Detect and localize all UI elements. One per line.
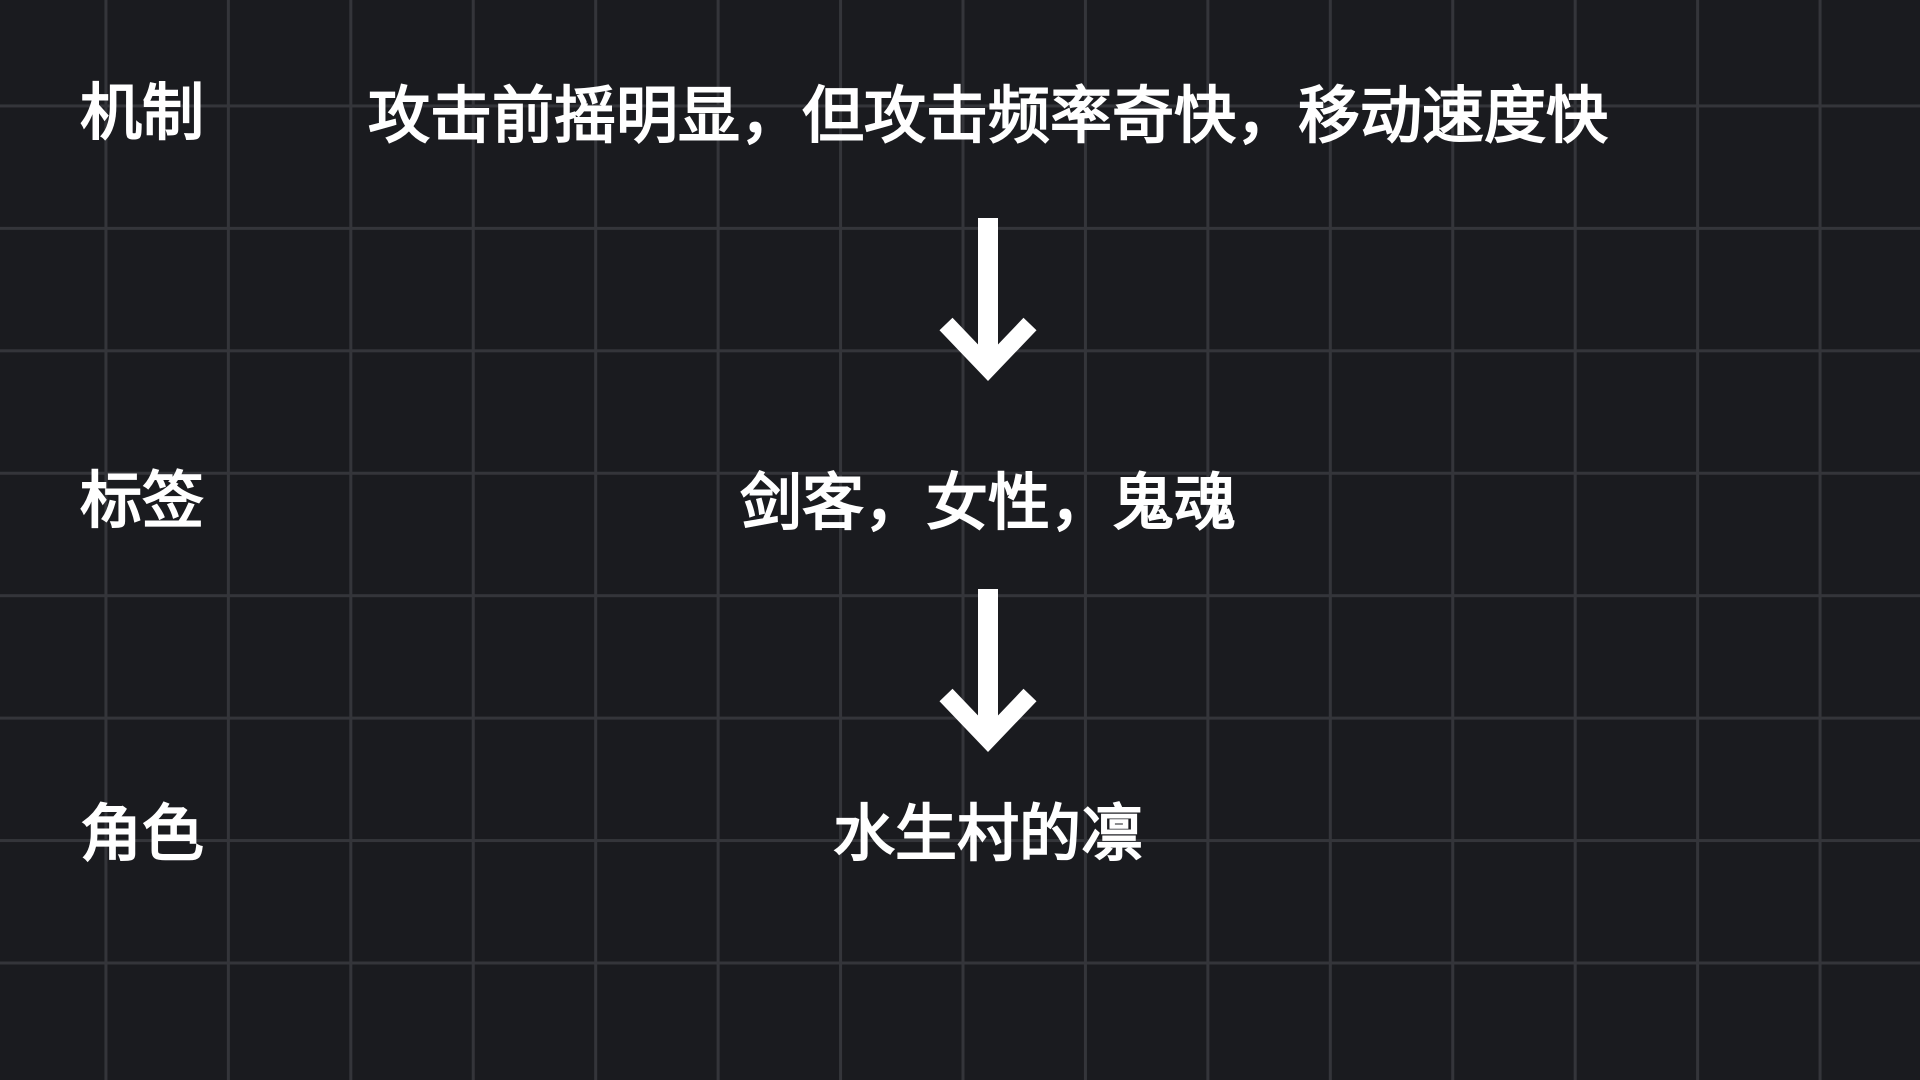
arrow-down-icon <box>939 218 1037 382</box>
mechanism-text: 攻击前摇明显，但攻击频率奇快，移动速度快 <box>367 79 1608 152</box>
arrow-down-icon <box>939 589 1037 753</box>
row-label-mechanism: 机制 <box>80 76 205 149</box>
tags-text: 剑客，女性，鬼魂 <box>739 466 1236 539</box>
row-label-character: 角色 <box>80 797 205 870</box>
row-label-tags: 标签 <box>80 464 205 537</box>
character-text: 水生村的凛 <box>832 797 1143 870</box>
